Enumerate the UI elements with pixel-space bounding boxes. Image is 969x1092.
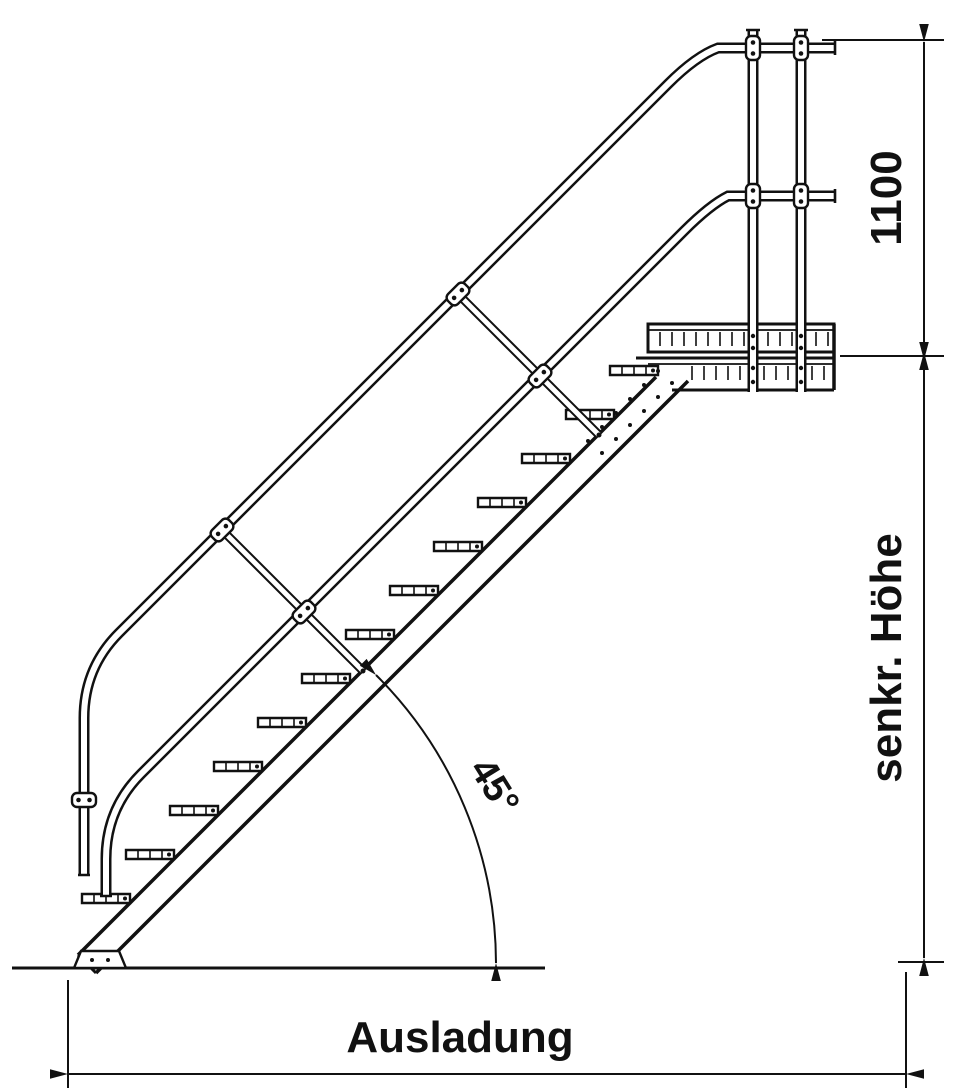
stair-stringer [76, 375, 690, 975]
rail-clamp-fittings [70, 34, 810, 809]
base-foot-plate [72, 949, 128, 970]
vertical-height-label: senkr. Höhe [862, 533, 911, 782]
rail-height-label: 1100 [862, 150, 911, 245]
dimension-vertical-height [898, 342, 944, 976]
dimension-overhang [50, 972, 924, 1088]
angle-arc [359, 658, 501, 982]
slope-rail-posts [218, 290, 603, 675]
angle-label: 45° [461, 751, 527, 822]
handrail-knee [100, 189, 837, 898]
overhang-label: Ausladung [346, 1013, 573, 1062]
handrail-top [78, 41, 837, 877]
platform-guard-posts [746, 28, 808, 392]
stair-treads [80, 364, 660, 905]
